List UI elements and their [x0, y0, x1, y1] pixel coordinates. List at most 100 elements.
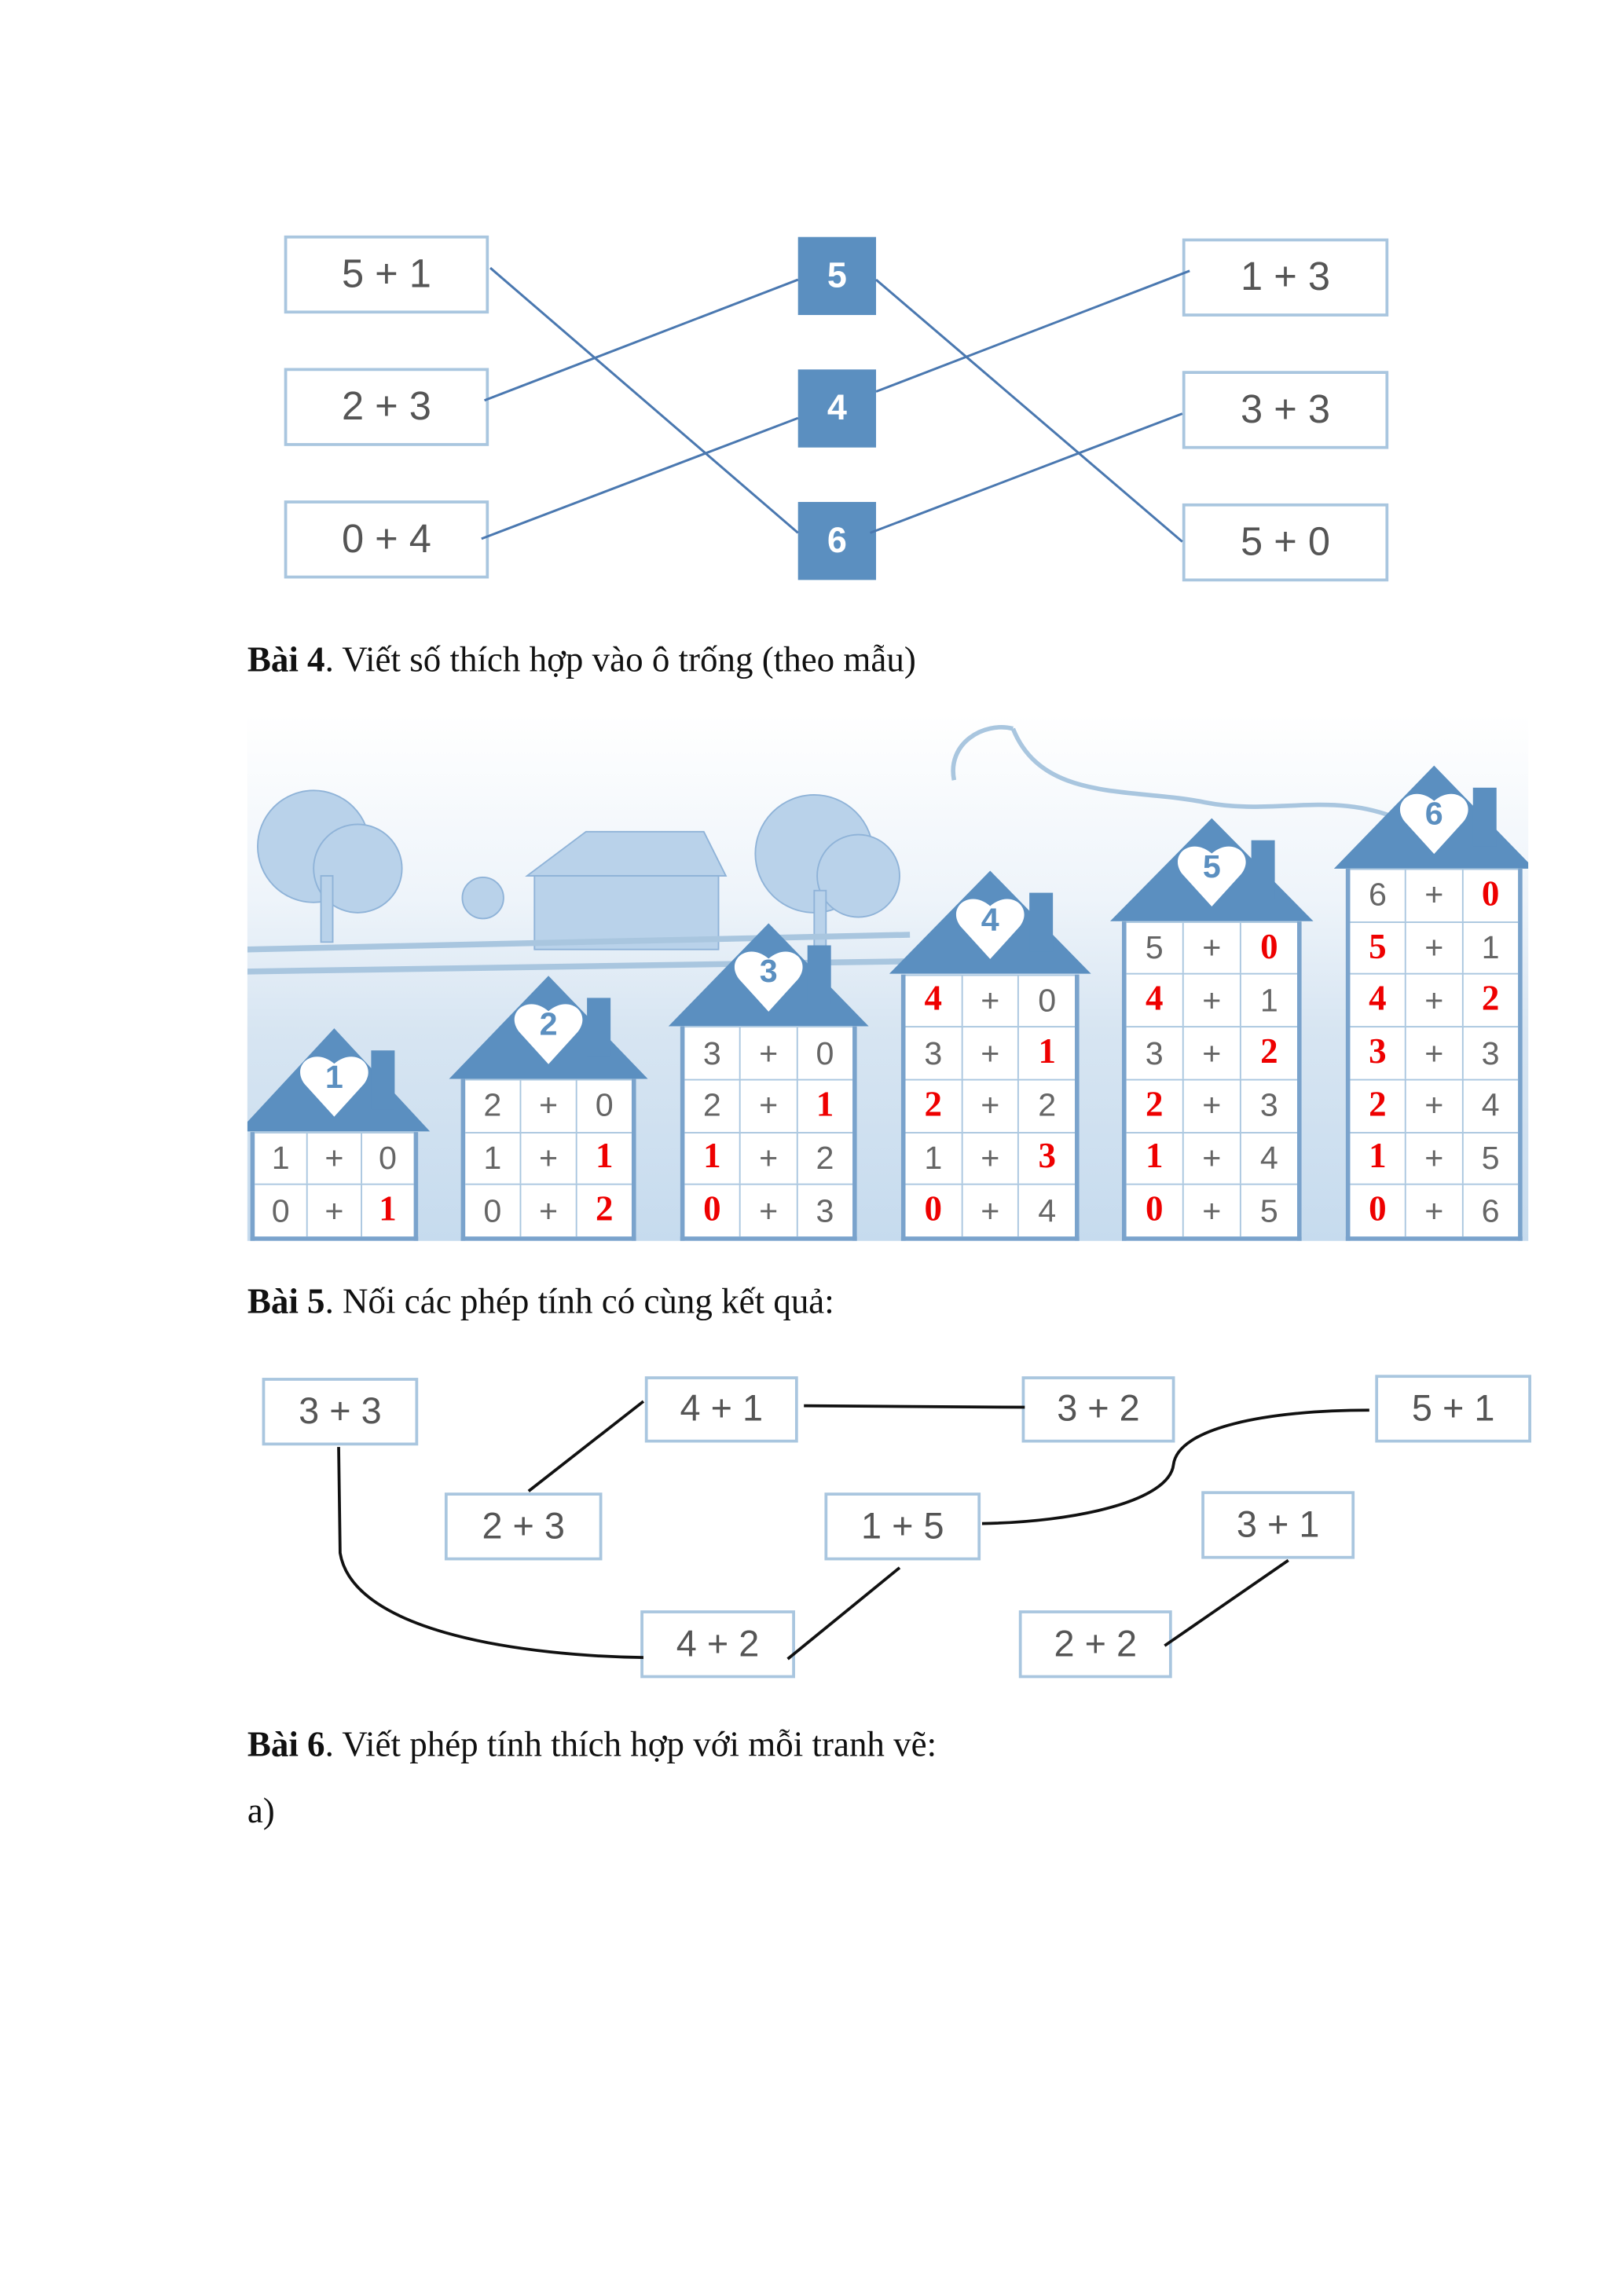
table-row: 5+1	[1350, 921, 1519, 974]
table-row: 1+3	[905, 1131, 1076, 1185]
answer-cell: 3	[1369, 1033, 1387, 1072]
answer-cell: 0	[703, 1191, 721, 1229]
roof	[247, 1028, 431, 1132]
bai6-label: Bài 6	[247, 1727, 325, 1765]
table-row: 2+2	[905, 1078, 1076, 1132]
answer-cell: 2	[924, 1086, 943, 1125]
connector-line	[869, 412, 1183, 534]
connector-line	[484, 278, 799, 402]
landscape-background	[247, 725, 1412, 975]
expr-box: 5 + 1	[1375, 1375, 1531, 1443]
given-cell: +	[961, 975, 1017, 1027]
connector-line	[481, 416, 799, 540]
given-cell: +	[1182, 975, 1240, 1027]
given-cell: +	[519, 1133, 576, 1185]
given-cell: +	[739, 1027, 796, 1079]
given-cell: +	[961, 1133, 1017, 1185]
table-row: 4+0	[905, 973, 1076, 1027]
given-cell: +	[1405, 922, 1461, 974]
given-cell: 5	[1145, 928, 1164, 966]
given-cell: +	[1182, 1133, 1240, 1185]
given-cell: 5	[1239, 1185, 1297, 1237]
table-row: 3 +0	[684, 1026, 853, 1079]
bai5-label: Bài 5	[247, 1283, 325, 1322]
given-cell: 1	[1461, 922, 1518, 974]
expr-box: 3 + 3	[1182, 371, 1389, 449]
given-cell: 4	[1239, 1133, 1297, 1185]
answer-cell: 2	[1369, 1086, 1387, 1125]
given-cell: 0	[483, 1192, 502, 1229]
given-cell: +	[1405, 975, 1461, 1027]
given-cell: 2	[702, 1086, 721, 1124]
connector-line	[786, 1566, 901, 1661]
table-row: 2+3	[1126, 1078, 1297, 1132]
answer-cell: 1	[360, 1185, 413, 1237]
given-cell: 3	[924, 1034, 943, 1071]
expr-box: 2 + 3	[284, 368, 489, 446]
given-cell: 0	[271, 1192, 290, 1229]
bai5-text: . Nối các phép tính có cùng kết quả:	[324, 1283, 834, 1322]
given-cell: +	[1182, 1080, 1240, 1132]
table-row: 0+4	[905, 1184, 1076, 1237]
table-row: 0 +6	[1350, 1184, 1519, 1236]
given-cell: +	[1405, 870, 1461, 921]
table-row: 2+0	[465, 1078, 632, 1132]
table-row: 2 +1	[684, 1078, 853, 1132]
given-cell: +	[961, 1185, 1017, 1237]
answer-cell: 2	[575, 1185, 632, 1237]
roof	[668, 923, 869, 1027]
answer-cell: 4	[1369, 980, 1387, 1020]
given-cell: 2	[483, 1086, 502, 1124]
answer-cell: 1	[796, 1080, 852, 1132]
answer-cell: 1	[1017, 1027, 1075, 1079]
given-cell: 0	[796, 1027, 852, 1079]
given-cell: +	[519, 1080, 576, 1132]
answer-cell: 0	[1369, 1191, 1387, 1229]
given-cell: +	[739, 1080, 796, 1132]
given-cell: +	[961, 1080, 1017, 1132]
expr-box: 2 + 2	[1018, 1610, 1172, 1679]
roof	[1333, 765, 1529, 869]
given-cell: +	[306, 1185, 360, 1237]
given-cell: 2	[796, 1133, 852, 1185]
result-square: 5	[797, 236, 877, 316]
answer-cell: 1	[1369, 1138, 1387, 1177]
given-cell: 0	[360, 1133, 413, 1185]
given-cell: 4	[1017, 1185, 1075, 1237]
table-row: 1+2	[684, 1131, 853, 1185]
bai4-label: Bài 4	[247, 642, 325, 680]
given-cell: 3	[702, 1034, 721, 1071]
expr-box: 2 + 3	[444, 1492, 603, 1561]
given-cell: 1	[924, 1139, 943, 1177]
table-row: 4+2	[1350, 973, 1519, 1027]
table-row: 1+1	[465, 1131, 632, 1185]
answer-cell: 2	[1239, 1027, 1297, 1079]
house-number: 1	[324, 1057, 343, 1095]
given-cell: +	[1405, 1133, 1461, 1185]
table-row: 3+2	[1126, 1026, 1297, 1079]
table-row: 1+5	[1350, 1131, 1519, 1185]
given-cell: 6	[1461, 1185, 1518, 1236]
roof	[449, 976, 648, 1079]
given-cell: 4	[1461, 1080, 1518, 1132]
expr-box: 1 + 3	[1182, 238, 1389, 317]
expr-box: 3 + 3	[262, 1378, 419, 1446]
table-row: 5+0	[1126, 921, 1297, 974]
given-cell: +	[1405, 1185, 1461, 1236]
result-square: 6	[797, 502, 877, 580]
connector-line	[875, 278, 1183, 543]
house-number: 3	[759, 952, 778, 990]
given-cell: +	[739, 1185, 796, 1237]
expr-box: 5 + 0	[1182, 503, 1389, 582]
answer-cell: 1	[1145, 1138, 1164, 1177]
table-row: 1+0	[255, 1131, 414, 1185]
table-row: 2+4	[1350, 1078, 1519, 1132]
expr-box: 3 + 1	[1201, 1491, 1355, 1559]
